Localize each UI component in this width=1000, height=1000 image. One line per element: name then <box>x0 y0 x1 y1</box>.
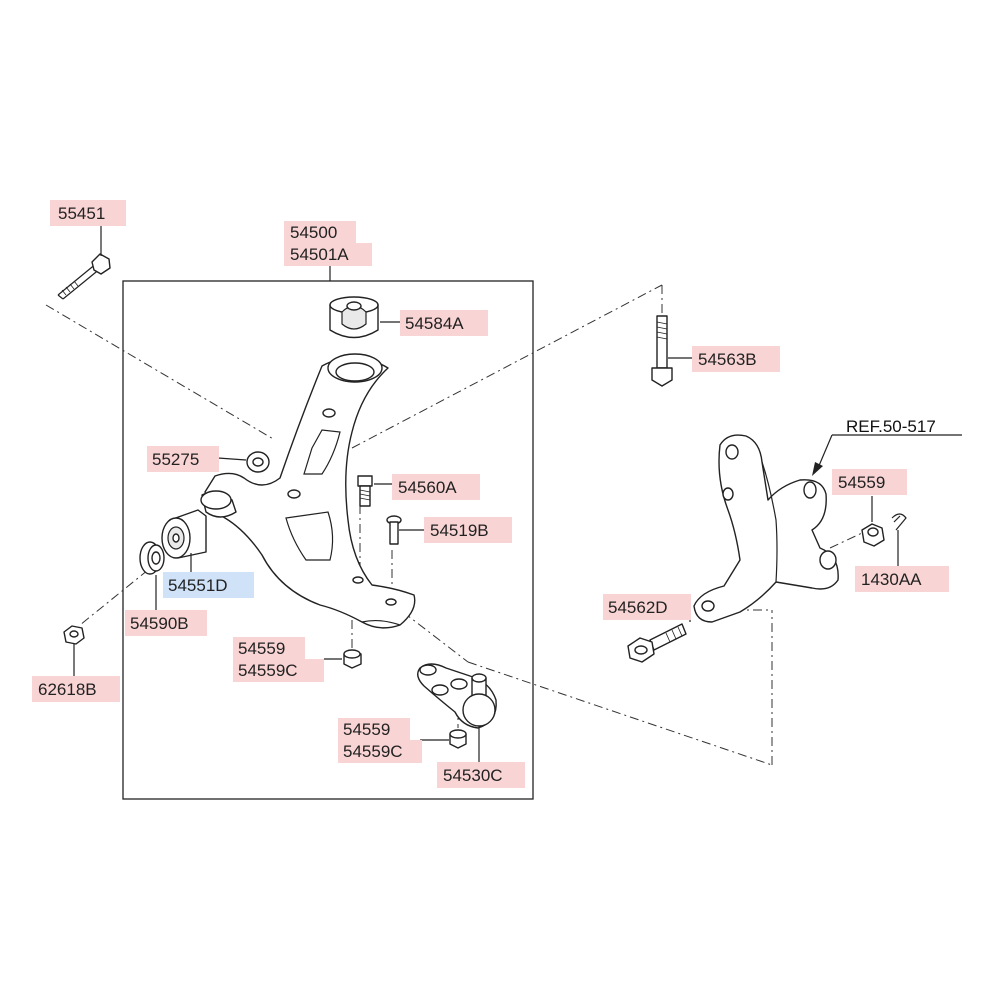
label-text: 54559 <box>343 720 390 739</box>
washer-icon[interactable] <box>139 541 165 575</box>
label-54501A[interactable]: 54501A <box>284 243 372 266</box>
label-text: 54590B <box>130 614 189 633</box>
label-55451[interactable]: 55451 <box>50 200 126 226</box>
label-text: 54559C <box>343 742 403 761</box>
label-text: 1430AA <box>861 570 922 589</box>
label-54530C[interactable]: 54530C <box>437 762 525 788</box>
label-54500[interactable]: 54500 <box>284 221 356 243</box>
cotter-pin-icon[interactable] <box>891 513 907 531</box>
label-54551D[interactable]: 54551D <box>163 572 254 598</box>
label-54559-a[interactable]: 54559 <box>233 637 305 659</box>
ball-joint-icon[interactable] <box>417 663 497 729</box>
bolt-icon[interactable] <box>57 253 111 300</box>
lower-arm-icon[interactable] <box>200 353 416 629</box>
label-54584A[interactable]: 54584A <box>400 310 488 336</box>
label-1430AA[interactable]: 1430AA <box>855 566 949 592</box>
nut-icon[interactable] <box>63 625 85 645</box>
label-text: 54530C <box>443 766 503 785</box>
washer-icon[interactable] <box>246 451 270 473</box>
label-text: 62618B <box>38 680 97 699</box>
nut-icon[interactable] <box>861 523 885 547</box>
label-text: 54584A <box>405 314 464 333</box>
label-text: 54559 <box>838 473 885 492</box>
label-text: 54563B <box>698 350 757 369</box>
bolt-icon[interactable] <box>651 315 673 387</box>
bushing-icon[interactable] <box>329 296 379 339</box>
ref-label: REF.50-517 <box>846 417 936 436</box>
label-54559C-b[interactable]: 54559C <box>338 740 422 763</box>
label-54519B[interactable]: 54519B <box>424 517 512 543</box>
label-text: 54551D <box>168 576 228 595</box>
label-54559-c[interactable]: 54559 <box>832 469 907 495</box>
label-54563B[interactable]: 54563B <box>692 346 780 372</box>
label-text: 54501A <box>290 245 349 264</box>
bolt-icon[interactable] <box>357 475 373 507</box>
bolt-icon[interactable] <box>627 623 687 663</box>
label-54590B[interactable]: 54590B <box>125 610 207 636</box>
label-text: 54559 <box>238 639 285 658</box>
label-text: 55275 <box>152 450 199 469</box>
label-text: 54500 <box>290 223 337 242</box>
label-text: 54519B <box>430 521 489 540</box>
leader-lines <box>73 226 962 762</box>
label-text: 54559C <box>238 661 298 680</box>
label-text: 54560A <box>398 478 457 497</box>
label-54559-b[interactable]: 54559 <box>338 718 410 740</box>
label-text: 55451 <box>58 204 105 223</box>
bolt-icon[interactable] <box>386 515 402 545</box>
knuckle-icon[interactable] <box>693 434 839 623</box>
assembly-frame <box>122 280 534 800</box>
nut-icon[interactable] <box>449 729 467 749</box>
label-55275[interactable]: 55275 <box>147 446 219 472</box>
nut-icon[interactable] <box>343 649 362 669</box>
label-54559C-a[interactable]: 54559C <box>233 659 324 682</box>
bushing-icon[interactable] <box>161 509 207 559</box>
label-54562D[interactable]: 54562D <box>603 594 691 620</box>
label-62618B[interactable]: 62618B <box>32 676 120 702</box>
label-text: 54562D <box>608 598 668 617</box>
label-54560A[interactable]: 54560A <box>392 474 480 500</box>
